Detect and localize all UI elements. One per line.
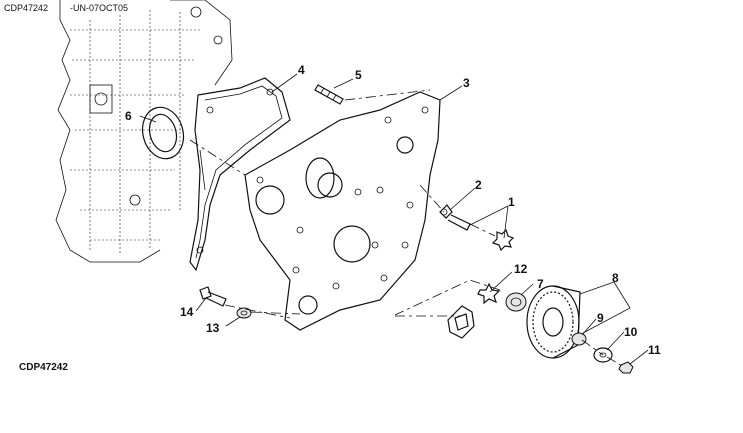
idler-shaft-drawing <box>447 305 475 339</box>
gasket-4-drawing <box>189 77 291 272</box>
callout-10: 10 <box>624 325 638 339</box>
callout-12: 12 <box>514 262 528 276</box>
callout-2: 2 <box>475 178 482 192</box>
callout-4: 4 <box>298 63 305 77</box>
gear-8-drawing <box>526 285 581 359</box>
front-plate-3-drawing <box>244 91 441 331</box>
callout-numbers: 1 2 3 4 5 6 7 8 9 10 11 12 13 14 <box>125 63 661 357</box>
header-ref: -UN-07OCT05 <box>70 3 129 13</box>
torx-12-drawing <box>477 282 501 305</box>
callout-1: 1 <box>508 195 515 209</box>
callout-6: 6 <box>125 109 132 123</box>
callout-13: 13 <box>206 321 220 335</box>
callout-8: 8 <box>612 271 619 285</box>
nut-11-drawing <box>618 361 634 374</box>
header-code: CDP47242 <box>4 3 49 13</box>
callout-3: 3 <box>463 76 470 90</box>
footer-code: CDP47242 <box>19 362 68 373</box>
torx-1-drawing <box>491 228 515 252</box>
engine-block <box>55 0 233 263</box>
cap-screw-2-drawing <box>439 204 471 231</box>
callout-14: 14 <box>180 305 194 319</box>
callout-9: 9 <box>597 311 604 325</box>
alignment-lines <box>189 89 625 368</box>
shaft-9-drawing <box>571 332 587 346</box>
washer-13-drawing <box>236 307 252 319</box>
dowel-pin-5-drawing <box>314 84 344 105</box>
gasket-6-drawing <box>141 106 185 160</box>
bushing-7-drawing <box>505 292 527 312</box>
cap-screw-14-drawing <box>199 286 227 307</box>
callout-5: 5 <box>355 68 362 82</box>
callout-7: 7 <box>537 277 544 291</box>
callout-11: 11 <box>648 343 661 357</box>
leader-lines <box>139 73 649 365</box>
